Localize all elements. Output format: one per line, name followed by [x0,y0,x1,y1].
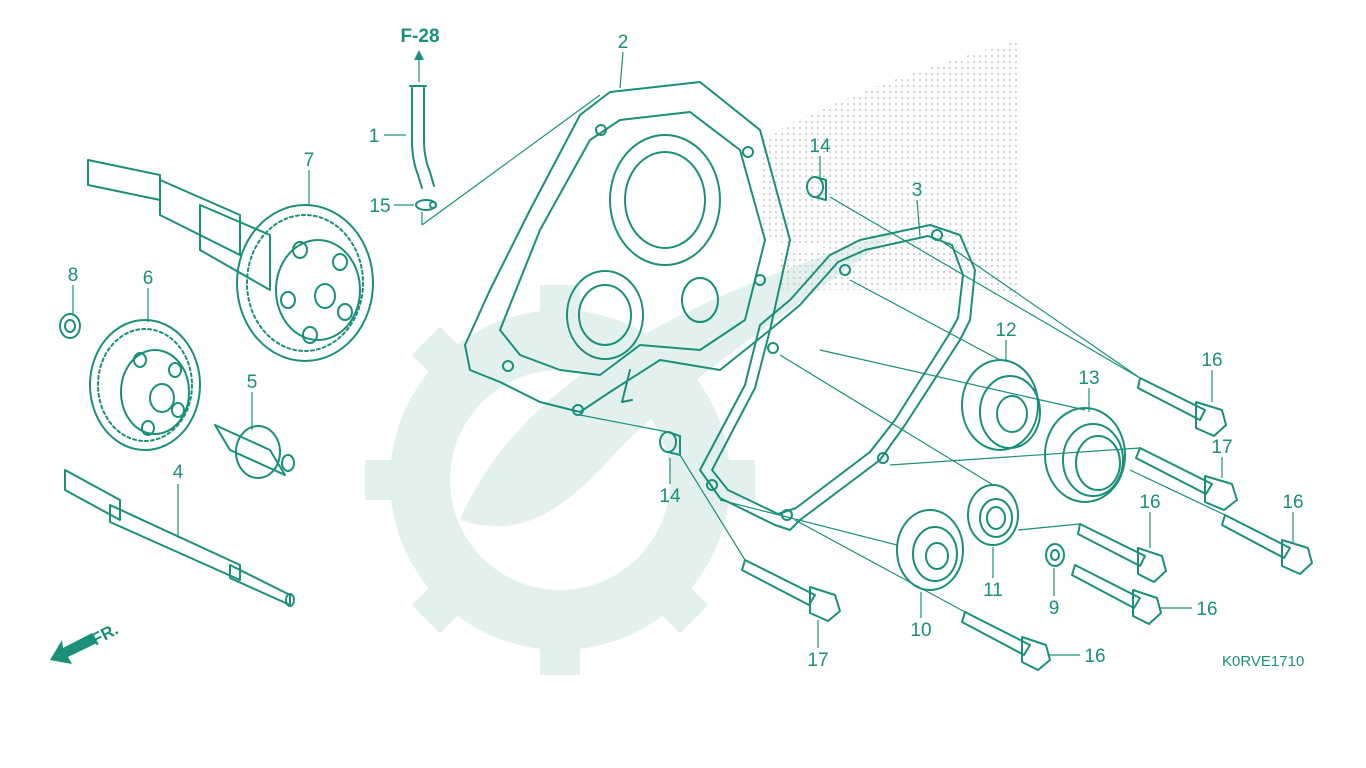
callout-1: 1 [369,126,380,147]
callout-7: 7 [304,150,315,171]
callout-8: 8 [68,265,79,286]
callout-17-left: 17 [807,650,828,671]
callout-2: 2 [618,32,629,53]
callout-17-right: 17 [1211,437,1232,458]
clip-guide-line [421,94,601,226]
bolt-16-bottom [961,611,1051,671]
callout-4: 4 [173,462,184,483]
alignment-lines [579,196,1226,613]
bearing-12 [961,359,1041,451]
front-direction-arrow [50,633,97,664]
callout-13: 13 [1078,368,1099,389]
tube-clip [415,199,437,211]
final-gear [89,319,201,451]
thrust-washer [59,313,81,339]
bearing-10 [896,509,964,591]
callout-12: 12 [995,320,1016,341]
callout-15: 15 [369,196,390,217]
washer-9 [1045,543,1065,567]
bolt-16-right [1221,514,1313,575]
oil-seal-13 [1044,407,1126,503]
drawing-code: K0RVE1710 [1222,653,1304,670]
bolt-16-top [1137,377,1227,437]
callout-14-lower: 14 [659,486,681,507]
bolt-17-right [1135,447,1238,511]
callout-16-right: 16 [1282,492,1303,513]
watermark [365,40,1020,675]
bolt-17-left [741,559,841,622]
bearing-11 [967,484,1019,546]
dowel-pin-upper [806,176,827,201]
callout-11: 11 [983,580,1003,601]
callout-6: 6 [143,268,154,289]
drive-shaft [64,469,295,607]
callout-16-lower: 16 [1196,599,1217,620]
callout-16-top: 16 [1201,350,1222,371]
callout-10: 10 [910,620,931,641]
bolt-16-mid [1077,523,1167,583]
callout-3: 3 [912,180,923,201]
bolt-16-lower [1071,564,1162,625]
breather-tube [409,50,435,189]
callout-9: 9 [1049,598,1060,619]
idle-gear [214,424,295,479]
callout-16-mid: 16 [1139,492,1160,513]
callout-leaders [72,51,1294,656]
reference-label[interactable]: F-28 [400,26,439,47]
countershaft-gear [87,159,374,362]
callout-16-bottom: 16 [1084,646,1105,667]
callout-14-upper: 14 [809,136,831,157]
callout-5: 5 [247,372,258,393]
